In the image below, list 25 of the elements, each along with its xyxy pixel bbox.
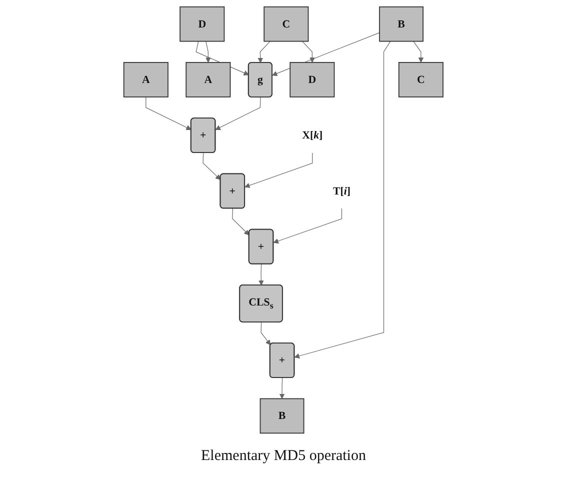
- arrow: [215, 96, 261, 130]
- node-box: C: [398, 62, 444, 98]
- node-box: C: [264, 6, 309, 42]
- figure-caption: Elementary MD5 operation: [201, 448, 366, 464]
- arrow: [232, 208, 250, 236]
- arrow: [279, 378, 285, 399]
- arrow: [260, 322, 271, 346]
- arrow: [244, 152, 313, 188]
- arrow: [413, 41, 424, 63]
- node-box: D: [180, 6, 225, 42]
- node-box: B: [260, 398, 304, 434]
- arrow: [294, 41, 391, 359]
- node-text: T[i]: [333, 184, 351, 197]
- arrow: [273, 208, 342, 244]
- node-box: D: [290, 62, 335, 98]
- node-box: A: [123, 62, 168, 98]
- arrow: [302, 41, 315, 63]
- arrow: [202, 152, 221, 180]
- node-box: B: [379, 6, 424, 42]
- arrow: [206, 41, 211, 63]
- node-text: X[k]: [302, 128, 323, 142]
- arrow: [146, 96, 192, 130]
- arrow: [258, 264, 264, 286]
- node-box: A: [186, 62, 231, 98]
- arrow: [258, 41, 270, 64]
